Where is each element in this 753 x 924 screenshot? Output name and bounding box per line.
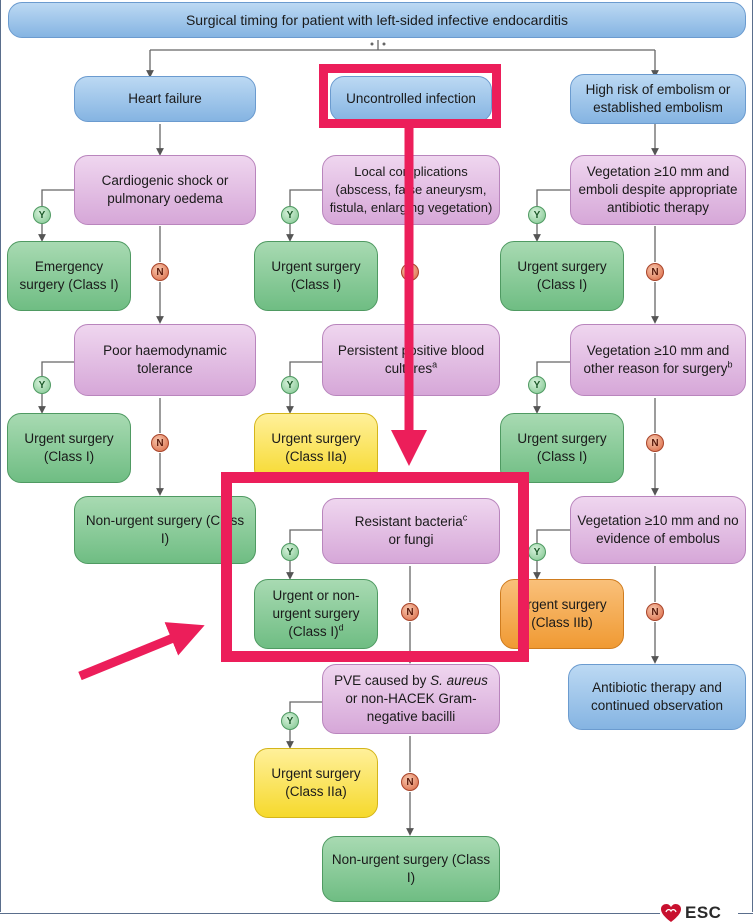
bottom-rule-end [738, 913, 753, 914]
diagram-title: Surgical timing for patient with left-si… [8, 2, 746, 38]
heart-icon [661, 904, 681, 922]
yes-badge: Y [528, 206, 546, 224]
highlight-box-resistant-bacteria [221, 472, 529, 662]
poor-haemodynamic-question: Poor haemodynamic tolerance [74, 324, 256, 396]
urgent-surgery-iia-box: Urgent surgery (Class IIa) [254, 748, 378, 818]
poor-haemodynamic-text: Poor haemodynamic tolerance [103, 343, 227, 376]
uncontrolled-infection-label: Uncontrolled infection [346, 91, 476, 106]
yes-badge: Y [33, 206, 51, 224]
cardiogenic-shock-question: Cardiogenic shock or pulmonary oedema [74, 155, 256, 225]
urgent-surgery-box: Urgent surgery (Class I) [254, 241, 378, 311]
bottom-rule [0, 913, 660, 914]
yes-badge: Y [33, 376, 51, 394]
non-urgent-surgery-text: Non-urgent surgery (Class I) [85, 513, 245, 546]
no-badge: N [401, 603, 419, 621]
yes-badge: Y [281, 206, 299, 224]
vegetation-no-embolus-text: Vegetation ≥10 mm and no evidence of emb… [577, 513, 739, 546]
no-badge: N [646, 263, 664, 281]
yes-badge: Y [281, 543, 299, 561]
antibiotic-therapy-text: Antibiotic therapy and continued observa… [590, 680, 724, 713]
heart-failure-header: Heart failure [74, 76, 256, 122]
no-badge: N [151, 434, 169, 452]
urgent-surgery-text: Urgent surgery (Class I) [271, 259, 361, 292]
urgent-surgery-iia-text: Urgent surgery (Class IIa) [271, 766, 361, 799]
embolism-header: High risk of embolism or established emb… [570, 74, 746, 124]
yes-badge: Y [281, 712, 299, 730]
embolism-label: High risk of embolism or established emb… [585, 82, 731, 115]
no-badge: N [646, 603, 664, 621]
esc-logo-text: ESC [685, 903, 722, 922]
urgent-surgery-box: Urgent surgery (Class I) [500, 241, 624, 311]
urgent-surgery-text: Urgent surgery (Class I) [517, 431, 607, 464]
yes-badge: Y [528, 376, 546, 394]
non-urgent-surgery-text: Non-urgent surgery (Class I) [331, 852, 491, 885]
antibiotic-therapy-box: Antibiotic therapy and continued observa… [568, 664, 746, 730]
urgent-surgery-text: Urgent surgery (Class I) [24, 431, 114, 464]
urgent-surgery-iia-text: Urgent surgery (Class IIa) [271, 431, 361, 464]
vegetation-emboli-text: Vegetation ≥10 mm and emboli despite app… [578, 164, 738, 215]
urgent-or-non-urgent-box: Urgent or non-urgent surgery (Class I)d [254, 579, 378, 649]
vegetation-other-reason-question: Vegetation ≥10 mm and other reason for s… [570, 324, 746, 396]
no-badge: N [151, 263, 169, 281]
urgent-surgery-text: Urgent surgery (Class I) [517, 259, 607, 292]
emergency-surgery-text: Emergency surgery (Class I) [19, 259, 119, 292]
vegetation-no-embolus-question: Vegetation ≥10 mm and no evidence of emb… [570, 496, 746, 564]
emergency-surgery-box: Emergency surgery (Class I) [7, 241, 131, 311]
esc-logo: ESC [660, 902, 721, 924]
yes-badge: Y [528, 543, 546, 561]
yes-badge: Y [281, 376, 299, 394]
non-urgent-surgery-box: Non-urgent surgery (Class I) [322, 836, 500, 902]
urgent-surgery-iia-box: Urgent surgery (Class IIa) [254, 413, 378, 483]
pointer-arrow-diagonal [78, 622, 205, 681]
cardiogenic-shock-text: Cardiogenic shock or pulmonary oedema [101, 173, 229, 206]
vegetation-other-reason-text: Vegetation ≥10 mm and other reason for s… [583, 343, 733, 376]
highlight-box-uncontrolled-infection [319, 64, 501, 128]
urgent-surgery-box: Urgent surgery (Class I) [7, 413, 131, 483]
urgent-surgery-iib-text: Urgent surgery (Class IIb) [517, 597, 607, 630]
urgent-surgery-iib-box: Urgent surgery (Class IIb) [500, 579, 624, 649]
no-badge: N [401, 773, 419, 791]
urgent-or-non-urgent-text: Urgent or non-urgent surgery (Class I)d [272, 588, 360, 639]
urgent-surgery-box: Urgent surgery (Class I) [500, 413, 624, 483]
diagram-title-text: Surgical timing for patient with left-si… [185, 12, 569, 28]
heart-failure-label: Heart failure [128, 91, 202, 106]
vegetation-emboli-question: Vegetation ≥10 mm and emboli despite app… [570, 155, 746, 225]
no-badge: N [646, 434, 664, 452]
